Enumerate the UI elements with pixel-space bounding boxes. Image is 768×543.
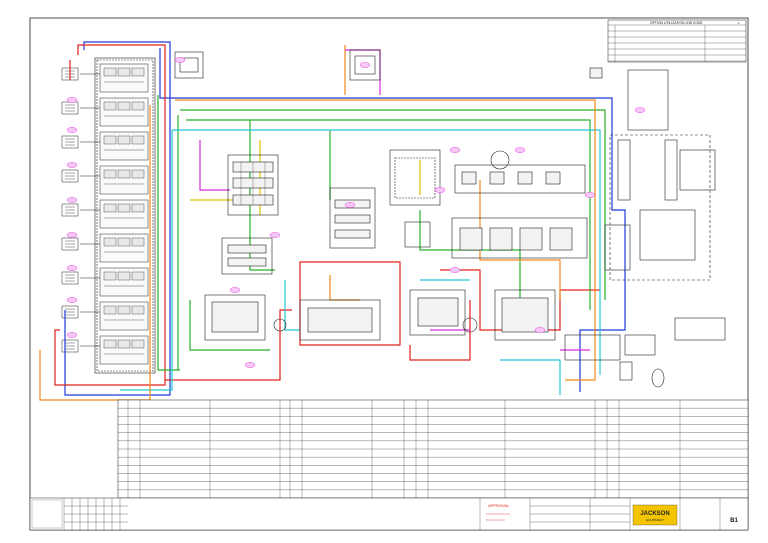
option-utilization-table: OPTION UTILIZATION JOB CODE 1	[607, 19, 747, 63]
part-tag	[449, 267, 461, 273]
valve-section	[80, 97, 149, 127]
logo-text: JACKSON	[640, 511, 669, 517]
option-table-title: OPTION UTILIZATION JOB CODE	[650, 21, 703, 25]
connector-symbol	[61, 271, 79, 285]
logo-subtext: EQUIPMENT	[646, 518, 664, 522]
part-tag	[229, 287, 241, 293]
part-tag	[66, 162, 78, 168]
valve-section	[80, 335, 149, 365]
part-tag	[66, 332, 78, 338]
part-tag	[66, 97, 78, 103]
part-tag	[514, 147, 526, 153]
connector-symbol	[61, 339, 79, 353]
valve-section	[80, 199, 149, 229]
option-table-number: 1	[738, 21, 740, 25]
valve-section	[80, 301, 149, 331]
part-tag	[66, 127, 78, 133]
left-valve-stack	[80, 57, 156, 374]
valve-section	[80, 131, 149, 161]
connector-symbol	[61, 237, 79, 251]
solenoid-bank	[451, 217, 588, 259]
approval-label: APPROVAL	[488, 503, 510, 508]
left-connectors	[61, 67, 79, 353]
part-tag	[66, 197, 78, 203]
relief-valve-group	[389, 149, 441, 248]
part-tag	[359, 62, 371, 68]
junction-boxes-bottom-right	[564, 317, 726, 388]
sheet-number: B1	[730, 518, 738, 524]
valve-section	[80, 165, 149, 195]
title-block: APPROVAL JACKSON EQUIPMENT B1	[29, 497, 749, 531]
component-legend-table	[117, 399, 749, 499]
connector-symbol	[61, 101, 79, 115]
part-tag	[344, 202, 356, 208]
connector-symbol	[61, 169, 79, 183]
connector-symbol	[61, 135, 79, 149]
part-tag	[174, 57, 186, 63]
part-tag	[66, 265, 78, 271]
part-tag	[66, 232, 78, 238]
part-tag	[634, 107, 646, 113]
part-tag	[534, 327, 546, 333]
connector-symbol	[61, 203, 79, 217]
upper-valve-block	[227, 154, 279, 216]
lower-pump-row	[204, 289, 556, 341]
connector-symbol	[61, 305, 79, 319]
company-logo: JACKSON EQUIPMENT	[632, 504, 678, 526]
right-cylinders	[589, 67, 716, 281]
pump-cluster-top-right	[454, 150, 586, 194]
part-tag	[434, 187, 446, 193]
part-tag	[584, 192, 596, 198]
valve-section	[80, 233, 149, 263]
top-solenoid-box	[174, 49, 381, 81]
part-tag	[449, 147, 461, 153]
mid-left-valve	[221, 237, 273, 275]
valve-section	[80, 267, 149, 297]
part-tag	[269, 232, 281, 238]
part-tags	[66, 57, 646, 368]
part-tag	[66, 297, 78, 303]
wiring-harness	[39, 41, 626, 401]
valve-section	[80, 63, 149, 93]
part-tag	[244, 362, 256, 368]
